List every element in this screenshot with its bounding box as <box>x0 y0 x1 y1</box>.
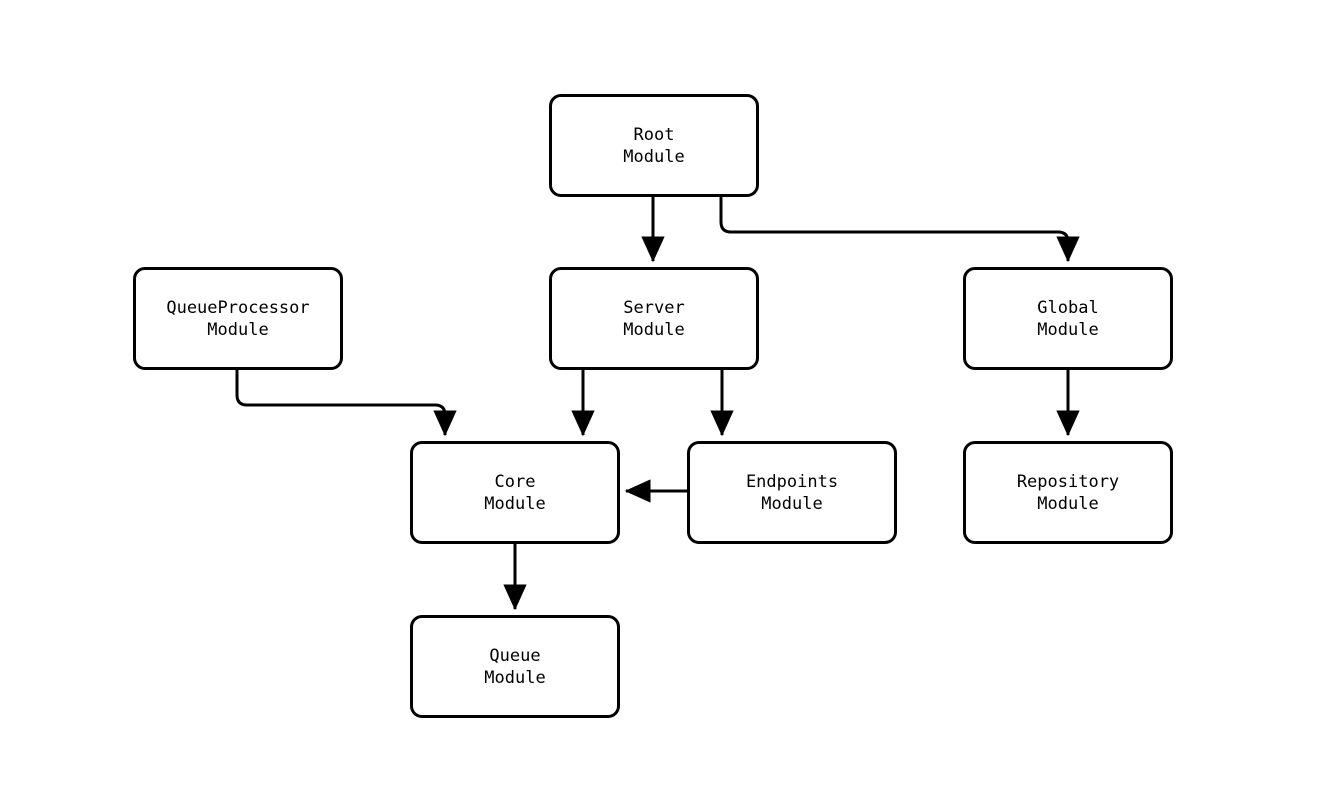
node-root[interactable]: Root Module <box>549 94 759 197</box>
node-root-title: Root <box>633 124 675 145</box>
node-server[interactable]: Server Module <box>549 267 759 370</box>
node-queueprocessor-subtitle: Module <box>207 319 269 340</box>
node-endpoints-subtitle: Module <box>761 493 823 514</box>
node-queue-title: Queue <box>489 645 541 666</box>
node-queue[interactable]: Queue Module <box>410 615 620 718</box>
node-core[interactable]: Core Module <box>410 441 620 544</box>
node-repository[interactable]: Repository Module <box>963 441 1173 544</box>
node-queueprocessor[interactable]: QueueProcessor Module <box>133 267 343 370</box>
node-core-title: Core <box>494 471 536 492</box>
node-repository-title: Repository <box>1016 471 1120 492</box>
edge-queueprocessor-core <box>235 370 457 437</box>
edge-root-global <box>719 197 1080 263</box>
node-global-title: Global <box>1037 297 1099 318</box>
node-server-title: Server <box>623 297 685 318</box>
node-repository-subtitle: Module <box>1037 493 1099 514</box>
node-core-subtitle: Module <box>484 493 546 514</box>
node-global-subtitle: Module <box>1037 319 1099 340</box>
node-endpoints[interactable]: Endpoints Module <box>687 441 897 544</box>
node-global[interactable]: Global Module <box>963 267 1173 370</box>
node-server-subtitle: Module <box>623 319 685 340</box>
node-root-subtitle: Module <box>623 146 685 167</box>
node-queue-subtitle: Module <box>484 667 546 688</box>
node-queueprocessor-title: QueueProcessor <box>166 297 310 318</box>
node-endpoints-title: Endpoints <box>745 471 839 492</box>
